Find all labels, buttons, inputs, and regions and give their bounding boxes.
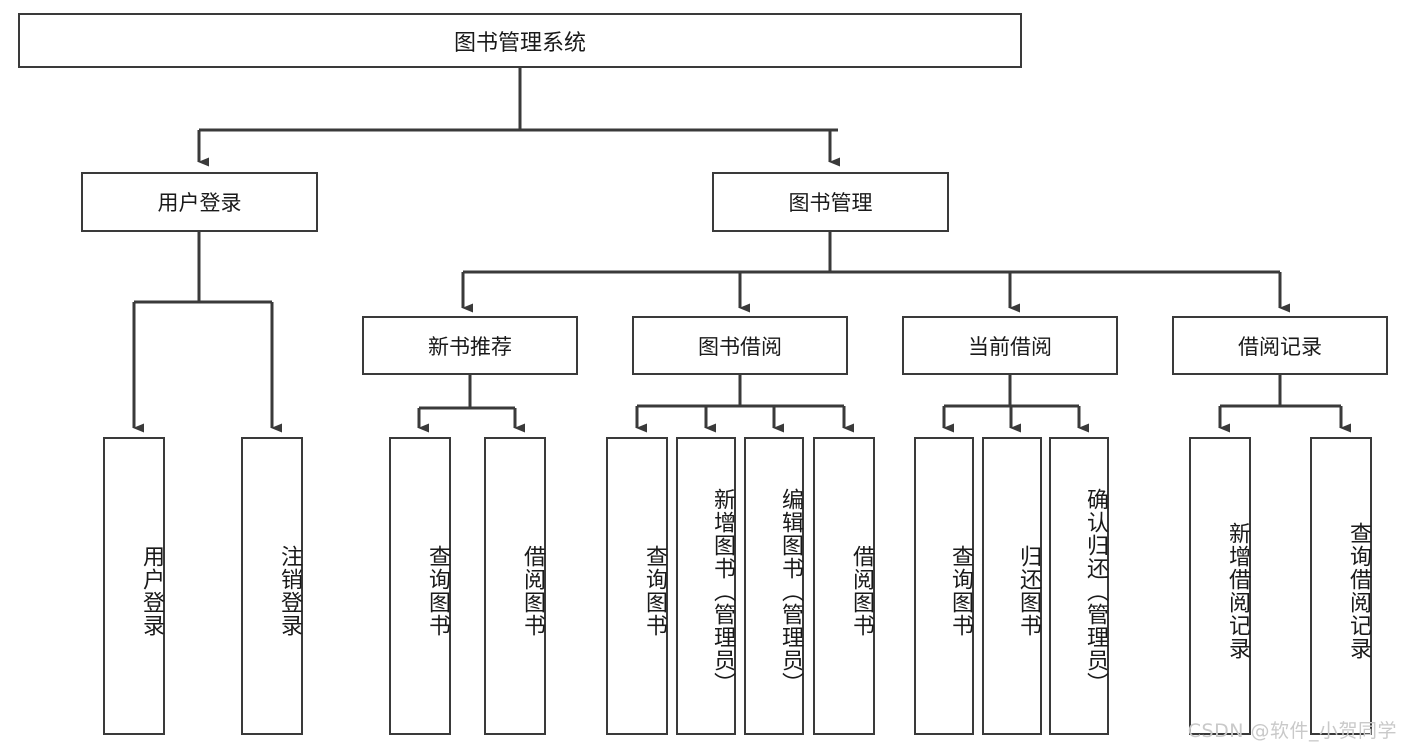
node-label: 用户登录 <box>139 545 164 637</box>
leaf-borrow-edit-book-admin[interactable]: 编辑图书（管理员） <box>744 437 804 735</box>
node-label: 查询借阅记录 <box>1346 522 1371 660</box>
node-label: 查询图书 <box>948 545 973 637</box>
watermark: CSDN @软件_小贺同学 <box>1187 720 1397 742</box>
node-label: 当前借阅 <box>968 334 1052 359</box>
leaf-record-query-borrow-record[interactable]: 查询借阅记录 <box>1310 437 1372 735</box>
node-label: 查询图书 <box>425 545 450 637</box>
node-borrow-record[interactable]: 借阅记录 <box>1172 316 1388 375</box>
leaf-borrow-add-book-admin[interactable]: 新增图书（管理员） <box>676 437 736 735</box>
node-current-borrow[interactable]: 当前借阅 <box>902 316 1118 375</box>
node-root-system[interactable]: 图书管理系统 <box>18 13 1022 68</box>
leaf-borrow-query-book[interactable]: 查询图书 <box>606 437 668 735</box>
leaf-user-logout[interactable]: 注销登录 <box>241 437 303 735</box>
leaf-current-return-book[interactable]: 归还图书 <box>982 437 1042 735</box>
node-new-book-recommend[interactable]: 新书推荐 <box>362 316 578 375</box>
node-label: 新增图书（管理员） <box>710 487 735 695</box>
node-label: 图书管理 <box>788 191 873 215</box>
leaf-user-login[interactable]: 用户登录 <box>103 437 165 735</box>
node-label: 借阅图书 <box>520 545 545 637</box>
node-book-borrow[interactable]: 图书借阅 <box>632 316 848 375</box>
leaf-recommend-borrow-book[interactable]: 借阅图书 <box>484 437 546 735</box>
leaf-recommend-query-book[interactable]: 查询图书 <box>389 437 451 735</box>
leaf-current-query-book[interactable]: 查询图书 <box>914 437 974 735</box>
node-label: 归还图书 <box>1016 545 1041 637</box>
node-label: 编辑图书（管理员） <box>778 487 803 695</box>
node-label: 查询图书 <box>642 545 667 637</box>
leaf-borrow-borrow-book[interactable]: 借阅图书 <box>813 437 875 735</box>
node-label: 图书管理系统 <box>453 30 586 56</box>
node-label: 新增借阅记录 <box>1225 522 1250 660</box>
node-label: 确认归还（管理员） <box>1083 487 1108 695</box>
leaf-current-confirm-return-admin[interactable]: 确认归还（管理员） <box>1049 437 1109 735</box>
node-user-login[interactable]: 用户登录 <box>81 172 318 232</box>
node-label: 借阅记录 <box>1238 334 1322 359</box>
leaf-record-add-borrow-record[interactable]: 新增借阅记录 <box>1189 437 1251 735</box>
node-label: 图书借阅 <box>698 334 782 359</box>
node-label: 借阅图书 <box>849 545 874 637</box>
node-label: 注销登录 <box>277 545 302 637</box>
node-label: 用户登录 <box>157 191 242 215</box>
node-label: 新书推荐 <box>428 334 512 359</box>
node-book-management[interactable]: 图书管理 <box>712 172 949 232</box>
